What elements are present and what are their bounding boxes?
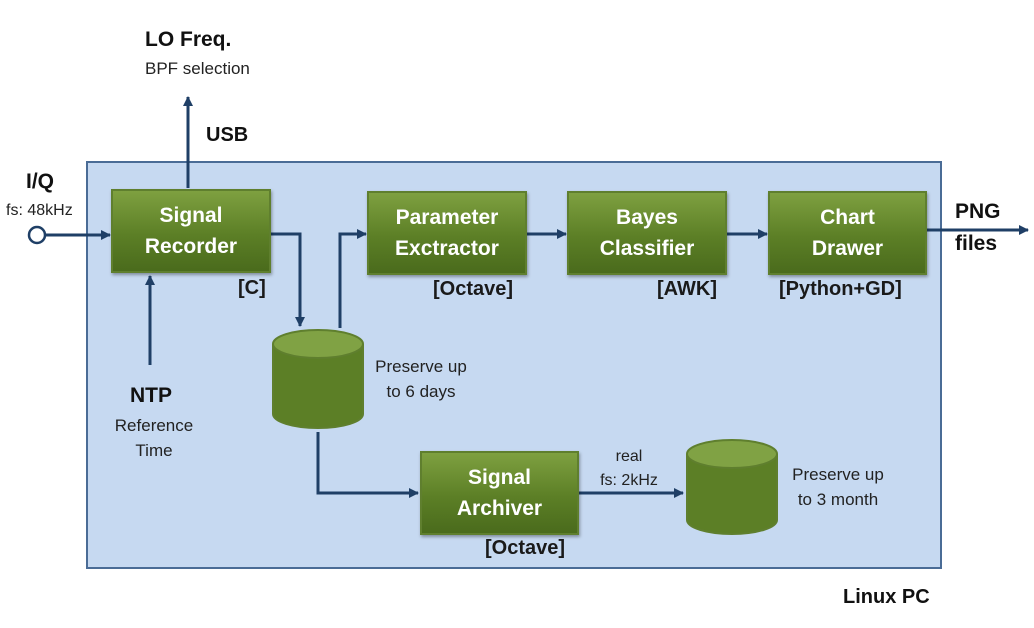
iq-input-port	[27, 225, 47, 245]
output-files-label: files	[955, 232, 998, 255]
signal-recorder-lang: [C]	[238, 277, 266, 299]
lo-freq-title: LO Freq.	[145, 28, 232, 51]
bayes-classifier-lang: [AWK]	[657, 278, 717, 300]
linux-pc-label: Linux PC	[843, 586, 930, 608]
chart-drawer-lang: [Python+GD]	[779, 278, 902, 300]
chart-drawer-block: Chart Drawer	[768, 191, 927, 275]
ntp-reference: Reference	[114, 416, 194, 435]
parameter-extractor-block: Parameter Exctractor	[367, 191, 527, 275]
usb-label: USB	[206, 124, 249, 146]
long-storage-line2: to 3 month	[797, 490, 879, 509]
archive-signal-type: real	[615, 448, 643, 465]
signal-archiver-block: Signal Archiver	[420, 451, 579, 535]
signal-recorder-line2: Recorder	[144, 235, 238, 258]
iq-input-label: I/Q	[26, 170, 55, 193]
bayes-classifier-block: Bayes Classifier	[567, 191, 727, 275]
parameter-extractor-line1: Parameter	[395, 206, 499, 229]
storage-to-extractor-arrow	[338, 229, 367, 328]
parameter-extractor-lang: [Octave]	[433, 278, 514, 300]
long-storage-line1: Preserve up	[792, 465, 884, 484]
signal-archiver-line2: Archiver	[456, 497, 543, 520]
short-storage-line1: Preserve up	[375, 357, 467, 376]
short-storage-line2: to 6 days	[386, 382, 456, 401]
storage-cylinder-short	[272, 329, 364, 429]
chart-drawer-line2: Drawer	[811, 237, 884, 260]
ntp-title: NTP	[130, 384, 172, 407]
recorder-to-storage-arrow	[271, 232, 305, 327]
signal-recorder-line1: Signal	[159, 204, 223, 227]
storage-cylinder-long	[686, 439, 778, 535]
bayes-classifier-line1: Bayes	[616, 206, 678, 229]
iq-sample-rate: fs: 48kHz	[6, 202, 73, 219]
signal-recorder-block: Signal Recorder	[111, 189, 271, 273]
output-png-label: PNG	[955, 200, 1001, 223]
storage-to-archiver-arrow	[316, 432, 419, 498]
archive-sample-rate: fs: 2kHz	[600, 472, 658, 489]
bayes-classifier-line2: Classifier	[599, 237, 695, 260]
signal-archiver-line1: Signal	[467, 466, 531, 489]
lo-freq-subtitle: BPF selection	[145, 59, 250, 78]
chart-drawer-line1: Chart	[820, 206, 875, 229]
signal-archiver-lang: [Octave]	[485, 537, 566, 559]
ntp-time: Time	[135, 441, 173, 460]
parameter-extractor-line2: Exctractor	[395, 237, 499, 260]
